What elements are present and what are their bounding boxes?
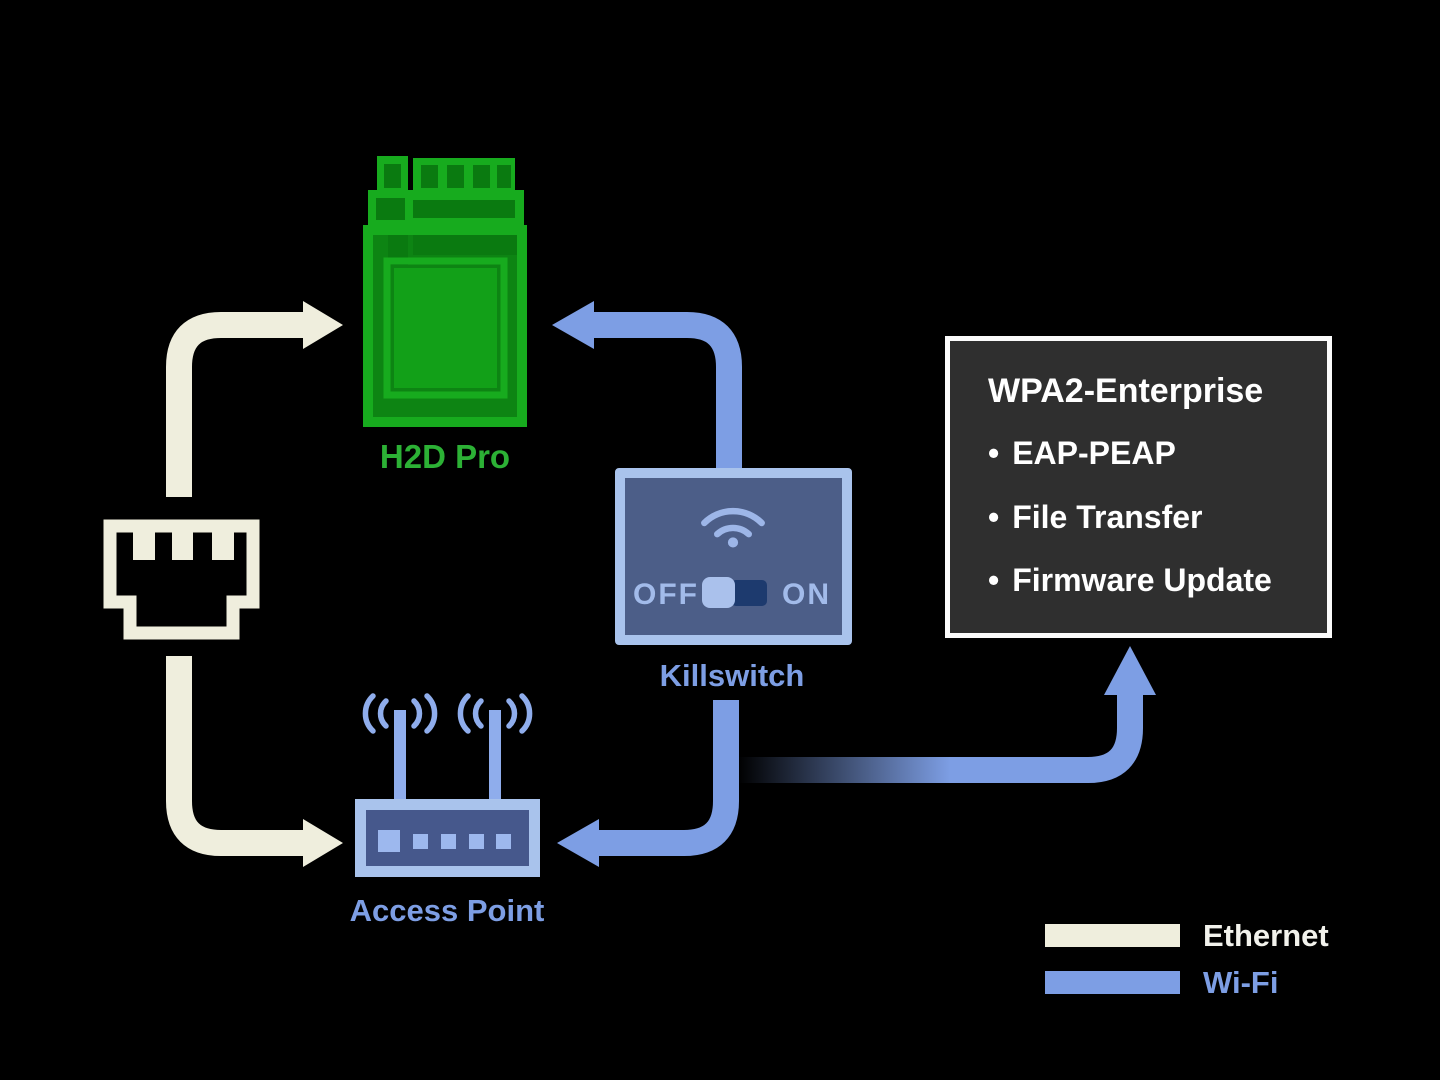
- bullet-icon: •: [988, 562, 1000, 598]
- wifi-arrow-killswitch-to-h2d: [552, 301, 742, 468]
- legend-label-wifi: Wi-Fi: [1203, 965, 1279, 1000]
- ethernet-swatch: [1045, 924, 1180, 947]
- wpa2-title: WPA2-Enterprise: [988, 372, 1264, 410]
- wpa2-info-box: WPA2-Enterprise • EAP-PEAP • File Transfer…: [945, 336, 1332, 638]
- antenna-waves-icon: [362, 693, 533, 734]
- wpa2-item-eap-peap: • EAP-PEAP: [988, 435, 1176, 472]
- h2d-pro-device-icon: [363, 156, 527, 427]
- arrowhead-right-icon: [303, 819, 343, 867]
- arrowhead-left-icon: [557, 819, 599, 867]
- killswitch-device: OFF ON: [615, 468, 852, 645]
- ethernet-line-up: [166, 312, 306, 497]
- ethernet-arrow-port-to-h2d: [166, 301, 343, 497]
- wifi-line-right: [738, 692, 1143, 783]
- bullet-icon: •: [988, 435, 1000, 471]
- legend-row-wifi: Wi-Fi: [1045, 967, 1278, 998]
- wifi-arrow-killswitch-to-wpa2: [738, 646, 1156, 783]
- killswitch-on-label: ON: [782, 578, 831, 611]
- wifi-icon: [701, 507, 765, 548]
- wpa2-item-label: EAP-PEAP: [1012, 435, 1176, 471]
- wifi-arrow-killswitch-to-ap: [557, 700, 739, 867]
- legend-row-ethernet: Ethernet: [1045, 920, 1329, 951]
- ethernet-line-down: [166, 656, 306, 856]
- killswitch-label: Killswitch: [659, 658, 805, 693]
- access-point-label: Access Point: [349, 893, 545, 928]
- wpa2-item-file-transfer: • File Transfer: [988, 499, 1203, 536]
- h2d-pro-label: H2D Pro: [379, 438, 511, 475]
- wireless-router-icon: [355, 693, 540, 877]
- legend-label-ethernet: Ethernet: [1203, 918, 1329, 953]
- arrowhead-left-icon: [552, 301, 594, 349]
- bullet-icon: •: [988, 499, 1000, 535]
- arrowhead-right-icon: [303, 301, 343, 349]
- rj45-ethernet-port-icon: [103, 519, 260, 640]
- ethernet-arrow-port-to-ap: [166, 656, 343, 867]
- killswitch-off-label: OFF: [633, 578, 699, 611]
- toggle-knob: [702, 577, 735, 608]
- wifi-line-down: [596, 700, 739, 856]
- toggle-track: [731, 580, 767, 606]
- wifi-swatch: [1045, 971, 1180, 994]
- wpa2-item-label: Firmware Update: [1012, 562, 1272, 598]
- wifi-line-up: [591, 312, 742, 468]
- wpa2-item-label: File Transfer: [1012, 499, 1203, 535]
- wpa2-item-firmware-update: • Firmware Update: [988, 562, 1272, 599]
- arrowhead-up-icon: [1104, 646, 1156, 695]
